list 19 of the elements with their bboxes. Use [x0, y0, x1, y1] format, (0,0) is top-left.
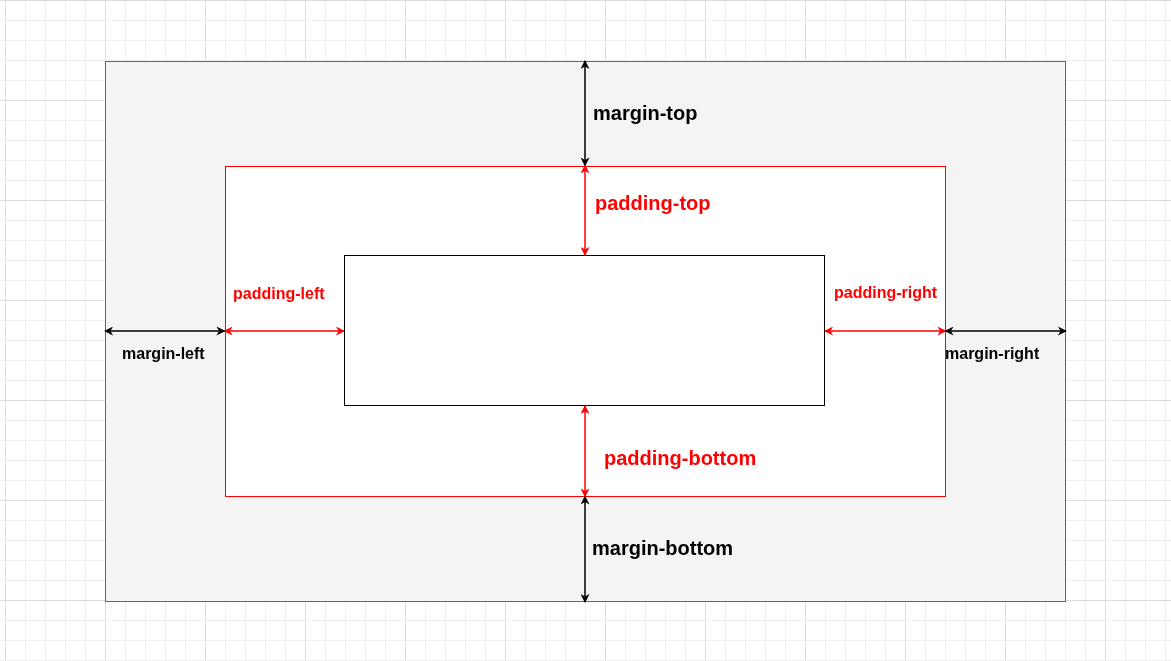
- content-box: [344, 255, 825, 406]
- double-arrow: [104, 326, 226, 336]
- double-arrow: [580, 60, 590, 167]
- edge-label: margin-right: [945, 345, 1040, 363]
- edge-label: margin-bottom: [592, 537, 734, 560]
- double-arrow: [944, 326, 1067, 336]
- double-arrow: [580, 405, 590, 498]
- edge-label: margin-top: [593, 102, 698, 125]
- margin-area-box: [105, 61, 1066, 602]
- edge-label: padding-bottom: [604, 447, 757, 470]
- padding-area-box: [224, 165, 946, 497]
- edge-label: padding-top: [595, 192, 711, 215]
- edge-label: padding-left: [233, 285, 325, 303]
- double-arrow: [824, 326, 947, 336]
- edge-label: margin-left: [122, 345, 205, 363]
- double-arrow: [223, 326, 345, 336]
- edge-label: padding-right: [834, 284, 938, 302]
- double-arrow: [580, 495, 590, 603]
- double-arrow: [580, 164, 590, 256]
